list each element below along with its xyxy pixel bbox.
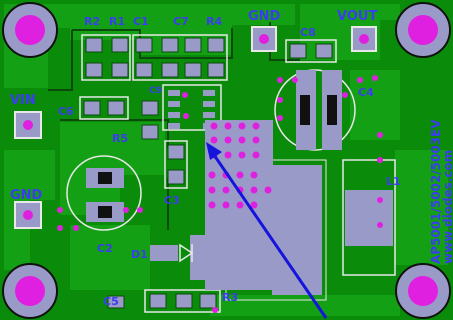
vias xyxy=(57,75,383,313)
designator-r2: R2 xyxy=(84,15,100,28)
silkscreen-outlines xyxy=(79,34,337,313)
mount-hole-top-left xyxy=(2,2,58,58)
vin-pad xyxy=(14,111,42,139)
top-smd-pads xyxy=(83,37,333,309)
vout-pad xyxy=(351,26,377,52)
capacitor-c2 xyxy=(66,155,142,231)
capacitor-c4 xyxy=(274,69,356,151)
gnd-top-pad xyxy=(251,26,277,52)
designator-r4: R4 xyxy=(206,15,222,28)
mount-hole-bottom-right xyxy=(395,263,451,319)
designator-c1: C1 xyxy=(133,15,149,28)
connector-pads xyxy=(14,26,377,229)
designator-r1: R1 xyxy=(109,15,125,28)
designator-d1: D1 xyxy=(131,248,148,261)
designator-r5: R5 xyxy=(112,132,128,145)
designator-c2: C2 xyxy=(97,242,113,255)
mounting-holes xyxy=(2,2,451,319)
mount-hole-top-right xyxy=(395,2,451,58)
designator-c4: C4 xyxy=(358,86,374,99)
mount-hole-bottom-left xyxy=(2,263,58,319)
pointer-arrow xyxy=(206,142,328,319)
designator-c6: C6 xyxy=(58,105,74,118)
designator-l1: L1 xyxy=(386,175,401,188)
board-model-text: AP5001/5002/5003EV xyxy=(429,119,443,264)
inductor-l1-outline xyxy=(342,159,396,276)
board-url-text: www.diodes.com xyxy=(441,150,453,264)
vout-label: VOUT xyxy=(337,9,377,24)
gnd-left-label: GND xyxy=(10,188,43,203)
designator-c7: C7 xyxy=(173,15,189,28)
designator-c3: C3 xyxy=(164,194,180,207)
vin-label: VIN xyxy=(10,93,36,108)
diode-d1-symbol xyxy=(179,243,194,263)
designator-c9: C9 xyxy=(149,86,162,96)
designator-c8: C8 xyxy=(300,26,316,39)
gnd-top-label: GND xyxy=(248,9,281,24)
gnd-left-pad xyxy=(14,201,42,229)
designator-c5: C5 xyxy=(103,295,119,308)
inductor-pad-right xyxy=(345,190,393,246)
designator-r3: R3 xyxy=(222,291,238,304)
